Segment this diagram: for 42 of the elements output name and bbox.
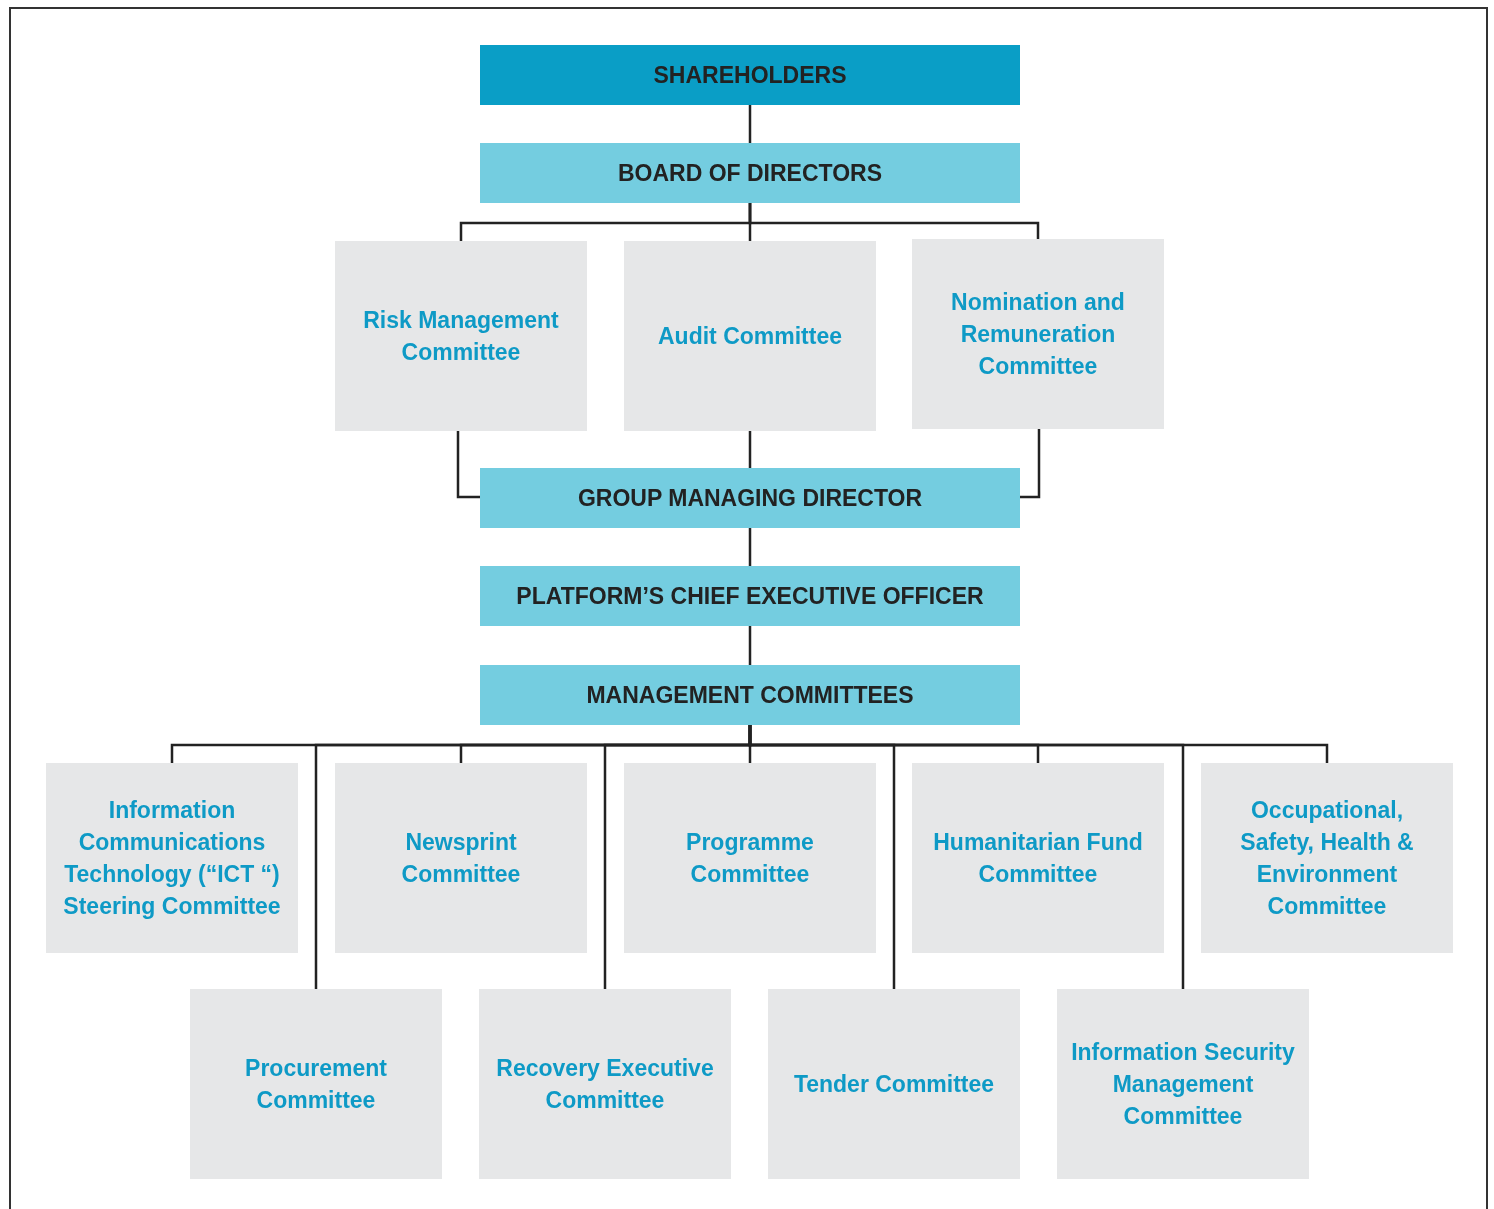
committee-name: Audit Committee: [658, 322, 842, 351]
role-box: [480, 143, 1020, 203]
role-box: [480, 45, 1020, 105]
role-title: GROUP MANAGING DIRECTOR: [577, 484, 923, 512]
role-box: [480, 566, 1020, 626]
role-title: BOARD OF DIRECTORS: [617, 159, 883, 187]
committee-name: Procurement Committee: [244, 1054, 388, 1115]
committee-name: Information Security Management Committee: [1070, 1038, 1296, 1131]
committee-box: [624, 763, 876, 953]
role-title: SHAREHOLDERS: [653, 61, 847, 89]
committee-box: [46, 763, 298, 953]
committee-box: [190, 989, 442, 1179]
connector-line: [748, 528, 752, 566]
role-title: PLATFORM’S CHIEF EXECUTIVE OFFICER: [516, 582, 984, 610]
role-box: [480, 665, 1020, 725]
committee-box: [768, 989, 1020, 1179]
committee-box: [479, 989, 731, 1179]
committee-name: Nomination and Remuneration Committee: [950, 288, 1126, 381]
committee-box: [1201, 763, 1453, 953]
committee-name: Risk Management Committee: [362, 306, 560, 367]
connector-line: [748, 203, 1040, 239]
committee-box: [912, 763, 1164, 953]
committee-box: [624, 241, 876, 431]
committee-name: Recovery Executive Committee: [495, 1054, 715, 1115]
connector-line: [748, 431, 752, 468]
committee-name: Humanitarian Fund Committee: [932, 828, 1144, 889]
connector-line: [748, 105, 752, 143]
connector-line: [456, 431, 480, 499]
committee-box: [1057, 989, 1309, 1179]
connector-line: [748, 626, 752, 665]
committee-name: Occupational, Safety, Health & Environment Committee: [1239, 796, 1415, 921]
committee-box: [335, 763, 587, 953]
connector-line: [748, 725, 1185, 989]
committee-name: Programme Committee: [685, 828, 815, 889]
committee-name: Newsprint Committee: [400, 828, 522, 889]
role-box: [480, 468, 1020, 528]
committee-name: Information Communications Technology (“ICT “) Steering Committee: [62, 796, 282, 921]
connector-line: [1020, 429, 1041, 499]
committee-box: [912, 239, 1164, 429]
role-title: MANAGEMENT COMMITTEES: [586, 681, 914, 709]
committee-name: Tender Committee: [793, 1070, 995, 1099]
committee-box: [335, 241, 587, 431]
